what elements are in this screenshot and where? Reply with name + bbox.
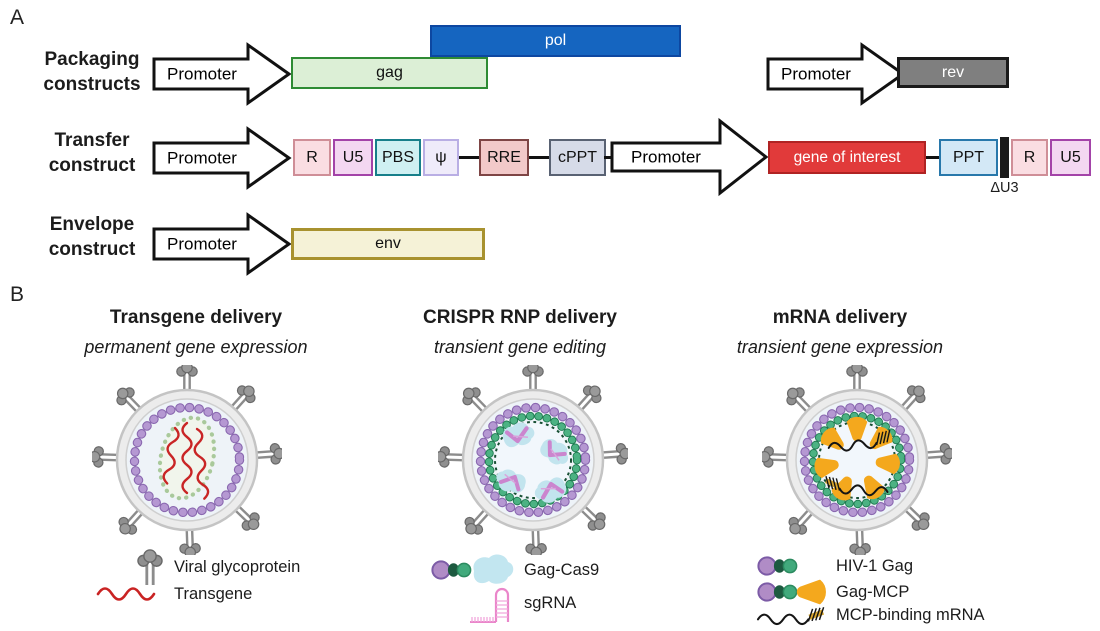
- legend-label: HIV-1 Gag: [836, 556, 914, 575]
- legend-label: sgRNA: [524, 593, 577, 612]
- rev-box: rev: [897, 57, 1009, 88]
- legend-label: Transgene: [174, 584, 253, 603]
- delta-u3-bar: [1000, 137, 1009, 178]
- promoter-arrow-envelope: Promoter: [152, 212, 292, 276]
- viral-glycoprotein-icon: [136, 548, 164, 586]
- gag-mcp-icon: [757, 579, 826, 605]
- column-title-crispr: CRISPR RNP delivery: [423, 307, 617, 328]
- legend-label: Viral glycoprotein: [174, 557, 301, 576]
- psi-box: ψ: [423, 139, 459, 176]
- legend-label: MCP-binding mRNA: [836, 605, 985, 624]
- capsid-outline: [157, 415, 217, 501]
- connector-line: [926, 156, 940, 159]
- transfer-construct-label: Transfer construct: [48, 130, 136, 177]
- connector-line: [459, 156, 480, 159]
- promoter-arrow-rev: Promoter: [766, 42, 906, 106]
- pol-box: pol: [430, 25, 681, 57]
- rre-box: RRE: [479, 139, 529, 176]
- connector-line: [604, 156, 613, 159]
- legend-row: MCP-binding mRNA: [756, 603, 985, 627]
- gene-of-interest-box: gene of interest: [768, 141, 926, 174]
- legend-row: Gag-MCP: [756, 579, 909, 605]
- promoter-arrow-shape: [152, 126, 292, 190]
- hiv1-gag-icon: [757, 556, 798, 576]
- legend-label: Gag-MCP: [836, 582, 910, 601]
- sgrna-icon: [470, 587, 510, 623]
- promoter-label: Promoter: [167, 65, 237, 84]
- packaging-constructs-label: Packaging constructs: [43, 49, 141, 96]
- legend-row: sgRNA: [430, 580, 576, 626]
- legend-row: Viral glycoprotein: [96, 548, 301, 586]
- cppt-box: cPPT: [549, 139, 606, 176]
- column-title-transgene: Transgene delivery: [109, 307, 283, 328]
- promoter-label: Promoter: [167, 149, 237, 168]
- r-box-5prime: R: [293, 139, 331, 176]
- promoter-arrow-transfer-5prime: Promoter: [152, 126, 292, 190]
- lentivirus-mrna-icon: [762, 365, 952, 555]
- promoter-arrow-shape: [610, 117, 769, 197]
- connector-line: [529, 156, 550, 159]
- promoter-arrow-shape: [766, 42, 906, 106]
- gag-cas9-icon: [431, 554, 514, 584]
- promoter-label: Promoter: [167, 235, 237, 254]
- panel-a-label: A: [10, 6, 25, 29]
- ppt-box: PPT: [939, 139, 998, 176]
- promoter-arrow-shape: [152, 42, 292, 106]
- column-subtitle-transgene: permanent gene expression: [84, 337, 308, 357]
- column-title-mrna: mRNA delivery: [772, 307, 908, 328]
- promoter-label: Promoter: [781, 65, 851, 84]
- r-box-3prime: R: [1011, 139, 1048, 176]
- panel-b-label: B: [10, 283, 25, 306]
- promoter-arrow-packaging: Promoter: [152, 42, 292, 106]
- gag-box: gag: [291, 57, 488, 89]
- delta-u3-label: ΔU3: [990, 180, 1019, 196]
- promoter-arrow-internal: Promoter: [610, 117, 769, 197]
- u5-box-5prime: U5: [333, 139, 373, 176]
- transgene-wave-icon: [96, 587, 156, 601]
- env-box: env: [291, 228, 485, 260]
- legend-label: Gag-Cas9: [524, 560, 600, 579]
- pbs-box: PBS: [375, 139, 421, 176]
- legend-row: Gag-Cas9: [430, 552, 599, 588]
- envelope-construct-label: Envelope construct: [48, 214, 136, 261]
- transgene-rna: [162, 421, 210, 500]
- legend-row: Transgene: [96, 585, 252, 603]
- lentivirus-crispr-rnp-icon: [438, 365, 628, 555]
- lentivirus-transgene-icon: [92, 365, 282, 555]
- promoter-label: Promoter: [631, 148, 701, 167]
- mcp-binding-mrna-icon: [756, 604, 828, 626]
- column-subtitle-crispr: transient gene editing: [433, 337, 607, 357]
- u5-box-3prime: U5: [1050, 139, 1091, 176]
- legend-row: HIV-1 Gag: [756, 553, 913, 579]
- column-subtitle-mrna: transient gene expression: [736, 337, 944, 357]
- promoter-arrow-shape: [152, 212, 292, 276]
